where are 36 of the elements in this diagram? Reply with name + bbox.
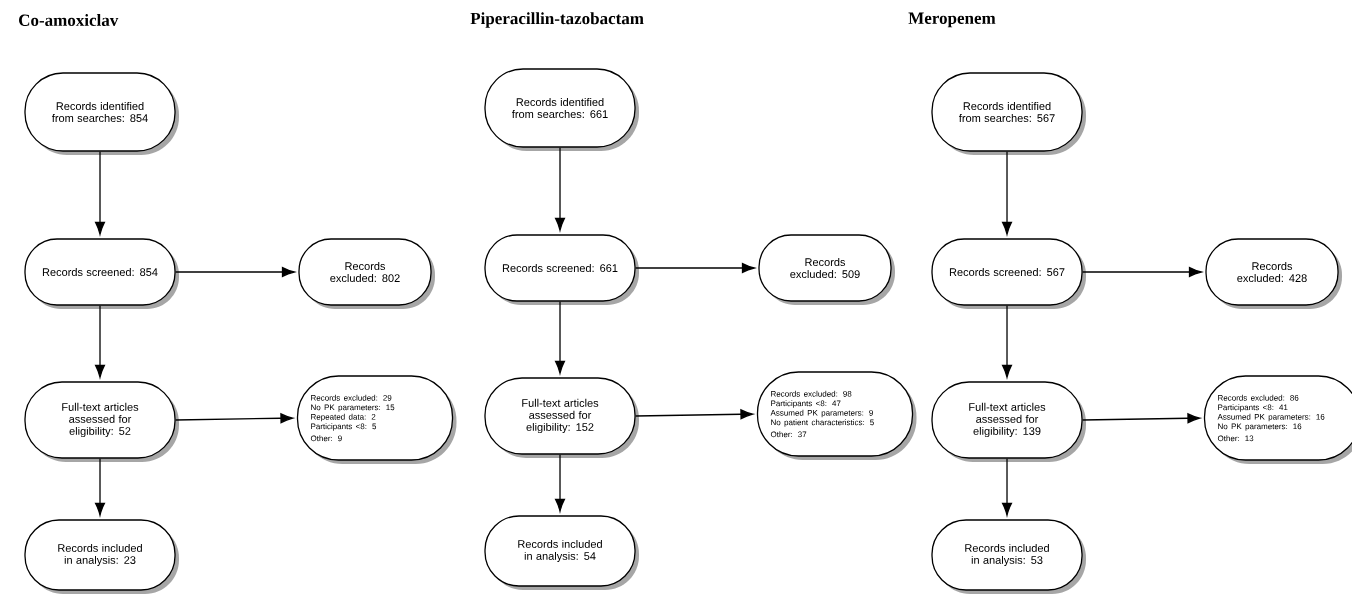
arrow: [94, 458, 106, 516]
flow-box: Records excluded: 802: [298, 238, 435, 309]
arrow: [1002, 305, 1013, 378]
panel-heading: Piperacillin-tazobactam: [470, 12, 644, 28]
arrow: [94, 305, 106, 378]
flow-box: Records screened: 567: [931, 238, 1086, 309]
arrow: [1002, 151, 1013, 235]
flow-box: Records excluded: 98 Participants <8: 47 Assumed PK parameters: 9 No patient characteristics: 5 Other: 37: [756, 371, 917, 460]
flow-box: Full-text articles assessed for eligibility: 52: [24, 381, 179, 462]
panel-heading: Meropenem: [908, 12, 996, 28]
flow-box: Records included in analysis: 23: [24, 519, 179, 594]
arrow: [1002, 458, 1013, 516]
arrow: [635, 409, 754, 420]
arrow: [175, 413, 294, 424]
arrow: [94, 151, 106, 235]
arrow: [635, 262, 755, 274]
arrow: [1082, 413, 1201, 424]
flow-box: Records excluded: 509: [758, 234, 895, 305]
arrow: [175, 266, 295, 278]
flow-box: Records screened: 854: [24, 238, 179, 309]
panel-heading: Co-amoxiclav: [19, 14, 119, 26]
arrow: [555, 147, 566, 231]
flow-box: Records identified from searches: 854: [24, 72, 179, 155]
flow-box: Records screened: 661: [484, 234, 639, 305]
arrow: [1082, 266, 1202, 278]
flow-box: Full-text articles assessed for eligibility: 152: [484, 377, 639, 458]
flow-box: Records included in analysis: 54: [484, 515, 639, 590]
arrow: [555, 301, 566, 374]
flow-box: Full-text articles assessed for eligibility: 139: [931, 381, 1086, 462]
flow-box: Records excluded: 29 No PK parameters: 15 Repeated data: 2 Participants <8: 5 Other: 9: [296, 375, 457, 464]
flow-box: Records excluded: 428: [1205, 238, 1342, 309]
flow-box: Records identified from searches: 567: [931, 72, 1086, 155]
flow-box: Records included in analysis: 53: [931, 519, 1086, 594]
arrow: [555, 454, 566, 512]
flow-box: Records identified from searches: 661: [484, 68, 639, 151]
flow-box: Records excluded: 86 Participants <8: 41 Assumed PK parameters: 16 No PK parameters: 16 Other: 13: [1203, 375, 1352, 464]
